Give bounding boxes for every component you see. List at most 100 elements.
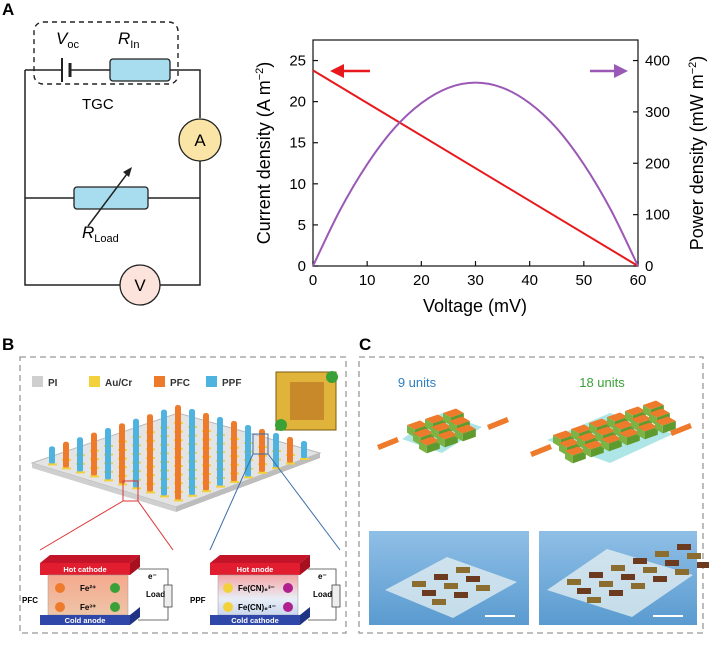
photo-leg xyxy=(677,544,691,550)
module-cube-top xyxy=(625,406,646,416)
y-left-axis-label: Current density (A m−2) xyxy=(254,62,274,245)
thermoelectric-leg xyxy=(231,464,237,482)
y-right-axis-label: Power density (mW m−2) xyxy=(687,56,707,251)
label-9-units: 9 units xyxy=(398,375,437,390)
thermoelectric-leg xyxy=(161,478,167,497)
y-right-tick-label: 300 xyxy=(645,104,670,121)
module-cube-side xyxy=(571,429,579,442)
pi-substrate-edge xyxy=(32,463,176,512)
panel-b-frame xyxy=(19,356,347,634)
module-cube-side xyxy=(589,423,597,436)
module-cube-top xyxy=(649,408,670,418)
photo-leg xyxy=(432,599,446,605)
module-cube-top xyxy=(571,424,592,434)
thermoelectric-leg xyxy=(91,458,97,477)
voc-label: Voc xyxy=(56,29,79,51)
photo-18-legs xyxy=(567,544,709,603)
module-cube-side xyxy=(613,425,621,438)
y-right-tick-label: 0 xyxy=(645,258,653,275)
pfc-top-label: Hot cathode xyxy=(63,565,106,574)
module-cube-side xyxy=(643,405,651,418)
electrode-pad xyxy=(230,481,239,483)
module-cube-side xyxy=(625,411,633,424)
electrode-pad xyxy=(300,458,309,460)
voltmeter-icon xyxy=(119,264,161,306)
ppf-top-label: Hot anode xyxy=(237,565,274,574)
thermoelectric-leg xyxy=(175,482,181,501)
ppf-ion-magenta-bottom xyxy=(283,602,293,612)
tgc-label: TGC xyxy=(82,96,114,113)
photo-leg xyxy=(643,567,657,573)
photo-leg xyxy=(697,562,709,568)
device-photo-glove-top xyxy=(326,371,338,383)
x-tick-label: 60 xyxy=(630,272,647,289)
module-cube-top xyxy=(643,400,664,410)
electrode-pad xyxy=(132,487,141,490)
device-photo-glove-bottom xyxy=(275,419,287,431)
photo-leg xyxy=(567,579,581,585)
photo-leg xyxy=(412,581,426,587)
y-left-tick-label: 25 xyxy=(289,53,306,70)
module-cube-top xyxy=(583,440,604,450)
pi-substrate-edge-right xyxy=(176,453,320,512)
pfc-load-label: Load xyxy=(146,590,165,599)
module-cube-front xyxy=(462,429,476,442)
electrode-pad xyxy=(48,463,57,466)
pfc-ion-green-top xyxy=(110,583,120,593)
pfc-hot-cathode xyxy=(40,563,130,575)
x-tick-label: 20 xyxy=(413,272,430,289)
legend-swatch-pi xyxy=(32,376,43,387)
ppf-ion-yellow-bottom xyxy=(223,602,233,612)
thermoelectric-leg xyxy=(189,477,195,496)
module-cube-front xyxy=(608,439,622,452)
ppf-top-plate-side xyxy=(300,555,310,575)
load-resistor xyxy=(73,186,149,210)
scale-bar-9 xyxy=(485,615,515,617)
scale-bar-18 xyxy=(653,615,683,617)
electrode-pad xyxy=(286,462,295,465)
photo-9-legs xyxy=(412,567,490,605)
module-cube-top xyxy=(407,420,428,430)
photo-leg xyxy=(609,590,623,596)
module-cube-top xyxy=(565,446,586,456)
legend-swatch-ppf xyxy=(206,376,217,387)
right-axis-arrow-head xyxy=(614,64,628,78)
ppf-bottom-label: Cold cathode xyxy=(231,616,279,625)
module-cube-top xyxy=(607,412,628,422)
pfc-load-resistor xyxy=(163,584,173,608)
module-cube-top xyxy=(637,422,658,432)
thermoelectric-leg xyxy=(147,474,153,493)
legend-swatch-aucr xyxy=(89,376,100,387)
thermoelectric-leg xyxy=(217,468,223,487)
module-cube-top xyxy=(419,436,440,446)
module-cube-side xyxy=(449,421,457,434)
legend: PI Au/Cr PFC PPF xyxy=(32,376,241,389)
nine-unit-render xyxy=(377,408,509,454)
photo-leg xyxy=(655,551,669,557)
thermoelectric-legs-array xyxy=(48,405,309,502)
module-cube-side xyxy=(607,417,615,430)
electrode-pad xyxy=(160,495,169,498)
y-right-tick-label: 400 xyxy=(645,53,670,70)
module-cube-side xyxy=(649,413,657,426)
thermoelectric-leg xyxy=(203,473,209,492)
module-cube-side xyxy=(631,419,639,432)
photo-leg xyxy=(611,565,625,571)
ppf-load-wire xyxy=(308,568,337,621)
module-cube-side xyxy=(595,431,603,444)
y-left-tick-label: 20 xyxy=(289,94,306,111)
thermoelectric-leg xyxy=(273,450,279,469)
module-cube-front xyxy=(644,427,658,440)
module-cube-front xyxy=(444,435,458,448)
variable-arrow-line xyxy=(87,169,131,227)
photo-leg xyxy=(589,572,603,578)
y-right-tick-label: 100 xyxy=(645,207,670,224)
photo-leg xyxy=(577,588,591,594)
electrode-pad xyxy=(216,485,225,488)
pfc-top-plate-side xyxy=(130,555,140,575)
plot-frame xyxy=(312,39,639,267)
electrode-pad xyxy=(202,490,211,493)
eighteen-unit-render xyxy=(530,400,692,464)
ppf-module: Hot anode Cold cathode Fe(CN)₆³⁻ Fe(CN)₆… xyxy=(190,555,341,625)
